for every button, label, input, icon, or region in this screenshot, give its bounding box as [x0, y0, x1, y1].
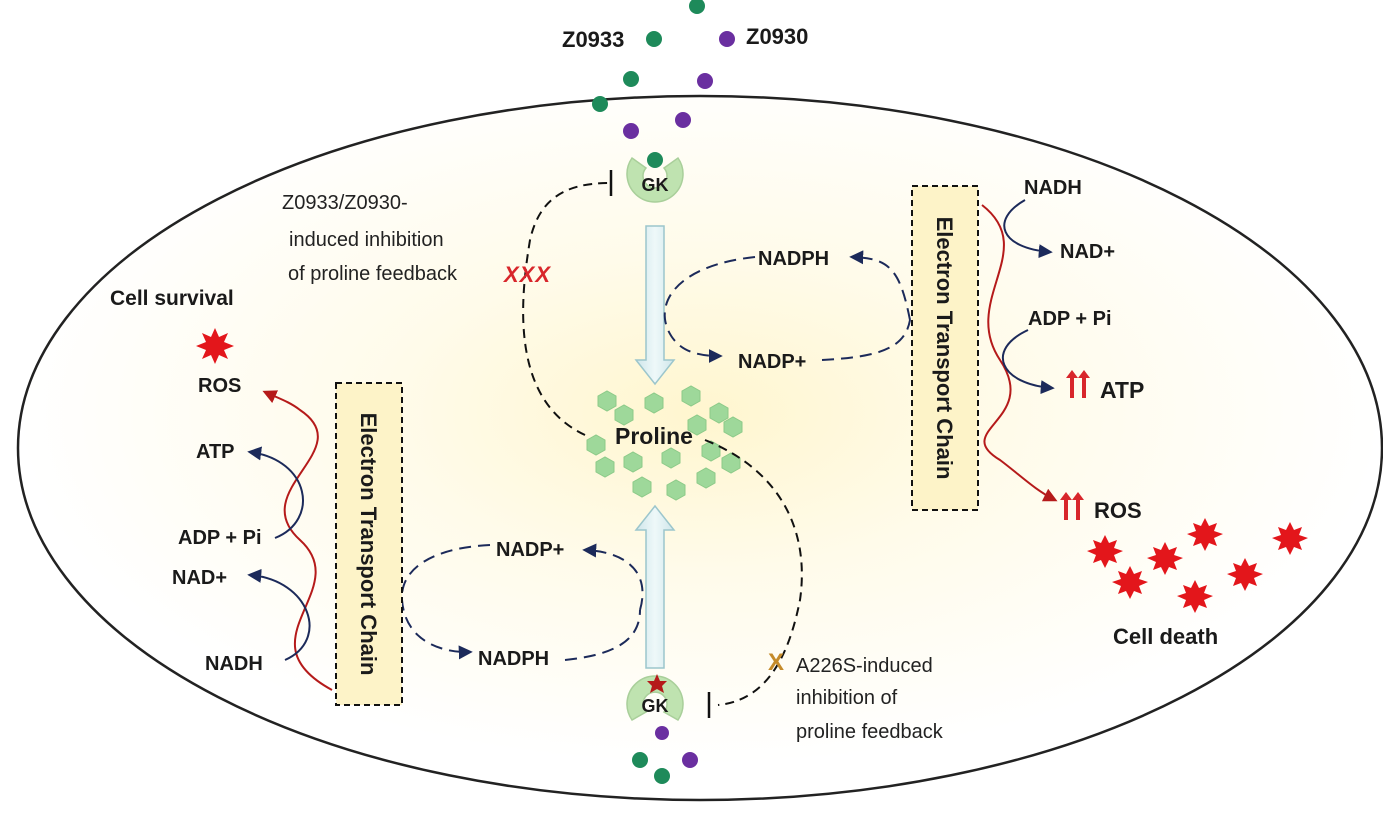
nadh-label-left: NADH [205, 653, 263, 675]
proline-hexagon [709, 402, 729, 424]
compound-molecules-bottom [632, 752, 698, 784]
ros-burst [1177, 580, 1213, 613]
proline-hexagon [661, 447, 681, 469]
ros-burst [1087, 535, 1123, 568]
etc-label-left: Electron Transport Chain [356, 413, 381, 676]
proline-hexagon [614, 404, 634, 426]
ros-burst [1272, 522, 1308, 555]
nadp-label-top: NADP+ [738, 351, 806, 373]
nad-label-right: NAD+ [1060, 241, 1115, 263]
z0930-molecule [697, 73, 713, 89]
atp-label-left: ATP [196, 441, 235, 463]
ros-label-right: ROS [1094, 498, 1142, 523]
proline-hexagon [644, 392, 664, 414]
adp-label-right: ADP + Pi [1028, 308, 1112, 330]
inhibition-note-bottom-line3: proline feedback [796, 721, 944, 743]
inhibition-note-top-line3: of proline feedback [288, 263, 458, 285]
ros-burst [1187, 518, 1223, 551]
proline-hexagon [681, 385, 701, 407]
gk-enzyme-top: GK [626, 152, 684, 203]
adp-to-atp-arrow-left [247, 446, 304, 539]
z0930-molecule [675, 112, 691, 128]
proline-hexagon [586, 434, 606, 456]
cell-survival-label: Cell survival [110, 287, 234, 310]
ros-burst [1227, 558, 1263, 591]
nadp-cycle-bottom-top [582, 543, 644, 611]
proline-hexagon [666, 479, 686, 501]
nadh-to-nad-arrow-right [1003, 199, 1053, 259]
z0933-molecule [689, 0, 705, 14]
gk-enzyme-bottom: GK [626, 674, 684, 740]
gk-label-bottom: GK [642, 696, 669, 716]
z0933-molecule-bound [647, 152, 663, 168]
ros-burst [1147, 542, 1183, 575]
synthesis-arrow-top [634, 225, 676, 386]
z0933-molecule [632, 752, 648, 768]
z0930-label: Z0930 [746, 24, 808, 49]
nadh-label-right: NADH [1024, 177, 1082, 199]
z0930-molecule-bound [655, 726, 669, 740]
etc-box-right [911, 185, 979, 511]
proline-hexagon [701, 440, 721, 462]
nadp-cycle-top [849, 250, 911, 321]
inhibition-note-top-line2: induced inhibition [289, 229, 444, 251]
ros-bursts-right [1087, 518, 1308, 613]
red-ros-arrow-left [262, 390, 333, 691]
z0930-molecule [682, 752, 698, 768]
proline-hexagon [597, 390, 617, 412]
nadh-to-nad-arrow-left [247, 568, 311, 661]
inhibition-note-top-line1: Z0933/Z0930- [282, 192, 408, 214]
ros-label-left: ROS [198, 375, 241, 397]
nadph-label-top: NADPH [758, 248, 829, 270]
proline-feedback-bottom [704, 439, 803, 706]
z0930-molecule [719, 31, 735, 47]
ros-burst [1112, 566, 1148, 599]
proline-cluster [586, 385, 743, 501]
inhibition-marks-top: XXX [502, 262, 551, 287]
z0933-molecule [623, 71, 639, 87]
inhibition-note-bottom-line2: inhibition of [796, 687, 898, 709]
nad-label-left: NAD+ [172, 567, 227, 589]
proline-hexagon [632, 476, 652, 498]
proline-hexagon [623, 451, 643, 473]
a226s-x-mark: X [768, 649, 784, 676]
proline-hexagon [696, 467, 716, 489]
a226s-mutation-star [647, 674, 667, 693]
atp-label-right: ATP [1100, 377, 1144, 403]
z0933-molecule [592, 96, 608, 112]
ros-increase-icon [1060, 492, 1084, 520]
z0933-molecule [646, 31, 662, 47]
proline-label: Proline [615, 423, 693, 449]
proline-hexagon [723, 416, 743, 438]
nadp-label-bottom: NADP+ [496, 539, 564, 561]
z0933-label: Z0933 [562, 27, 624, 52]
adp-label-left: ADP + Pi [178, 527, 262, 549]
atp-increase-icon [1066, 370, 1090, 398]
proline-hexagon [721, 452, 741, 474]
gk-label-top: GK [642, 175, 669, 195]
etc-label-right: Electron Transport Chain [932, 217, 957, 480]
red-ros-arrow-right [981, 204, 1058, 502]
nadp-cycle-bottom-right [564, 609, 641, 661]
nadp-cycle-top-right [821, 319, 911, 361]
proline-hexagon [595, 456, 615, 478]
ros-burst-left [196, 328, 234, 364]
synthesis-arrow-bottom [634, 504, 676, 669]
compound-molecules-entering [592, 0, 735, 139]
z0933-molecule [654, 768, 670, 784]
proline-feedback-inhibition-top [522, 182, 611, 436]
z0930-molecule [623, 123, 639, 139]
adp-to-atp-arrow-right [1001, 329, 1055, 395]
nadp-cycle-top-left [663, 256, 756, 363]
cell-death-label: Cell death [1113, 624, 1218, 649]
etc-box-left [335, 382, 403, 706]
nadph-label-bottom: NADPH [478, 648, 549, 670]
proline-hexagon [687, 414, 707, 436]
inhibition-note-bottom-line1: A226S-induced [796, 655, 933, 677]
